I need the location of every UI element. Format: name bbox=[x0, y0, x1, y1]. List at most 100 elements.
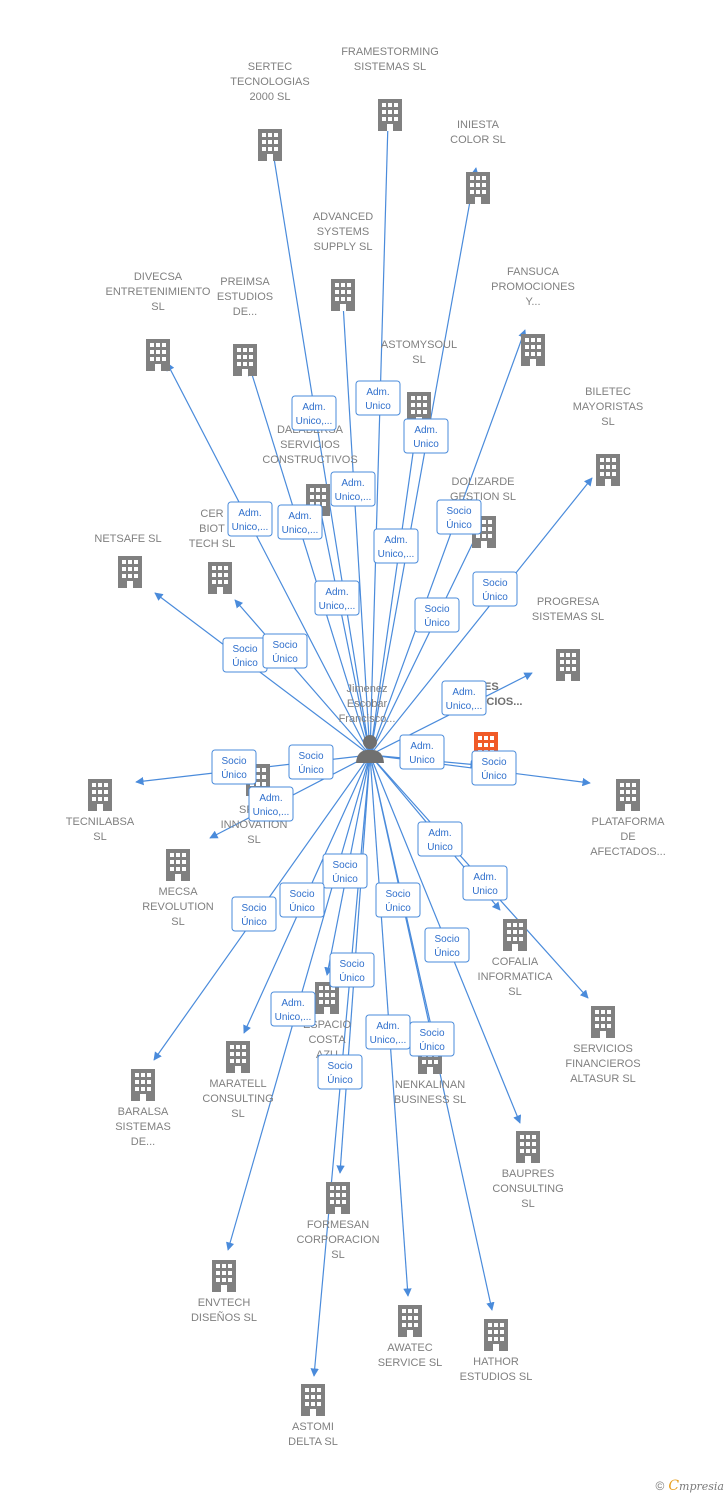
building-icon bbox=[166, 849, 190, 881]
relation-badge-r28[interactable]: Adm. Unico,... bbox=[270, 991, 316, 1027]
relation-badge-r22[interactable]: Adm.Unico bbox=[462, 865, 508, 901]
company-node-netsafe[interactable]: NETSAFE SL bbox=[94, 533, 162, 588]
company-label-line: FINANCIEROS bbox=[565, 1058, 640, 1070]
relation-badge-label: Adm. bbox=[414, 425, 437, 436]
company-node-plataforma[interactable]: PLATAFORMADEAFECTADOS... bbox=[590, 779, 666, 858]
company-label-line: ADVANCED bbox=[313, 211, 373, 223]
company-label-line: SL bbox=[331, 1249, 344, 1261]
relation-badge-r1[interactable]: Adm.Unico,... bbox=[291, 395, 337, 431]
company-label-line: SISTEMAS SL bbox=[354, 61, 426, 73]
relation-badge-r29[interactable]: Adm.Unico,... bbox=[365, 1014, 411, 1050]
company-label-line: SL bbox=[171, 916, 184, 928]
relation-badge-r5[interactable]: Adm.Unico,... bbox=[227, 501, 273, 537]
person-node[interactable]: JimenezEscobarFrancisco... bbox=[339, 683, 396, 763]
company-label-line: FORMESAN bbox=[307, 1219, 369, 1231]
relation-badge-label: Único bbox=[327, 1073, 353, 1086]
relation-badge-label: Único bbox=[332, 872, 358, 885]
company-label-line: MARATELL bbox=[209, 1078, 266, 1090]
company-node-preimsa[interactable]: PREIMSAESTUDIOSDE... bbox=[217, 276, 273, 376]
relation-badge-label: Único bbox=[339, 971, 365, 984]
relation-badge-label: Adm. bbox=[281, 998, 304, 1009]
relation-badge-box bbox=[314, 580, 360, 616]
company-label-line: SL bbox=[247, 834, 260, 846]
brand-name: mpresia bbox=[679, 1480, 724, 1493]
relation-badge-label: Unico,... bbox=[232, 522, 269, 533]
company-label-line: NETSAFE SL bbox=[94, 533, 161, 545]
relation-badge-r4[interactable]: Adm.Unico,... bbox=[330, 471, 376, 507]
relation-badge-label: Único bbox=[424, 616, 450, 629]
relation-badge-label: Unico bbox=[427, 842, 453, 853]
relation-badge-box bbox=[262, 633, 308, 669]
relation-badge-box bbox=[471, 750, 517, 786]
company-label-line: NENKALINAN bbox=[395, 1079, 465, 1091]
relation-badge-r8[interactable]: Adm.Unico,... bbox=[373, 528, 419, 564]
relation-badge-r2[interactable]: Adm.Unico bbox=[355, 380, 401, 416]
relation-badge-label: Adm. bbox=[288, 511, 311, 522]
building-icon bbox=[118, 556, 142, 588]
relation-badge-label: Socio bbox=[327, 1061, 352, 1072]
company-node-fansuca[interactable]: FANSUCAPROMOCIONESY... bbox=[491, 266, 575, 366]
relation-badge-box bbox=[414, 597, 460, 633]
relation-badge-r3[interactable]: Adm.Unico bbox=[403, 418, 449, 454]
edge-divecsa bbox=[166, 362, 371, 756]
relation-badge-r10[interactable]: Adm.Unico,... bbox=[314, 580, 360, 616]
company-label-line: SL bbox=[508, 986, 521, 998]
company-label-line: CER bbox=[200, 508, 223, 520]
company-label-line: SERVICIOS bbox=[573, 1043, 633, 1055]
company-label-line: MECSA bbox=[158, 886, 198, 898]
relation-badge-label: Socio bbox=[446, 506, 471, 517]
relation-badge-label: Adm. bbox=[366, 387, 389, 398]
relation-badge-r20[interactable]: Adm.Unico bbox=[417, 821, 463, 857]
company-node-baralsa[interactable]: BARALSASISTEMASDE... bbox=[115, 1069, 171, 1148]
relation-badge-r6[interactable]: Adm.Unico,... bbox=[277, 504, 323, 540]
company-label-line: DELTA SL bbox=[288, 1436, 338, 1448]
relation-badge-r15[interactable]: Adm.Unico bbox=[399, 734, 445, 770]
relation-badge-label: Unico,... bbox=[275, 1012, 312, 1023]
company-label-line: INFORMATICA bbox=[478, 971, 554, 983]
person-label-line: Jimenez bbox=[347, 683, 388, 695]
relation-badge-box bbox=[462, 865, 508, 901]
relation-badge-r19[interactable]: Adm.Unico,... bbox=[248, 786, 294, 822]
company-label-line: DE... bbox=[233, 306, 257, 318]
building-icon bbox=[616, 779, 640, 811]
relation-badge-r14[interactable]: Adm.Unico,... bbox=[441, 680, 487, 716]
